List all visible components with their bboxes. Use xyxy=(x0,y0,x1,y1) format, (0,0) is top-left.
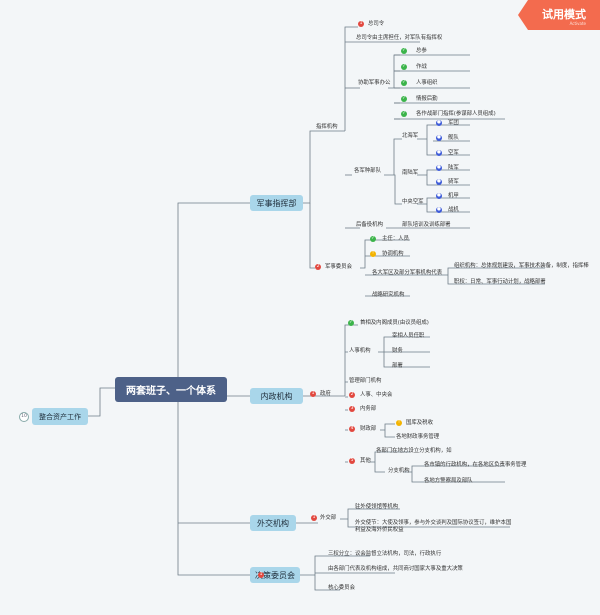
military-council-label: 军事委员会 xyxy=(325,264,352,270)
council-item: 核心委员会 xyxy=(328,585,355,591)
council-node[interactable]: 决策委员会 xyxy=(250,567,300,583)
staff-item: 情报后勤 xyxy=(416,96,438,102)
air-item: 战机 xyxy=(448,207,459,213)
trial-mode-title: 试用模式 xyxy=(542,8,586,21)
council-item: 由各部门代表及机构组成，共同商讨国家大事及重大决策 xyxy=(328,566,463,572)
member-item: 部署 xyxy=(392,363,403,369)
check-icon: ✓ xyxy=(401,80,407,86)
priority-icon: 4 xyxy=(349,426,355,432)
info-icon: ● xyxy=(436,150,442,156)
priority-icon: 1 xyxy=(358,21,364,27)
personnel-label: 人事、中央会 xyxy=(360,392,393,398)
finance-item: 各地财政事务管理 xyxy=(396,434,440,440)
trial-mode-subtitle: Activate xyxy=(569,21,586,26)
command-org-label: 指挥机构 xyxy=(316,124,338,130)
staff-item: 作战 xyxy=(416,64,427,70)
army-item: 陆军 xyxy=(448,165,459,171)
military-node[interactable]: 军事指挥部 xyxy=(250,195,303,211)
member-item: 宰相人员任职 xyxy=(392,333,425,339)
staff-item: 总参 xyxy=(416,48,427,54)
foreign-node[interactable]: 外交机构 xyxy=(250,515,296,531)
priority-icon: 2 xyxy=(349,392,355,398)
members-label: 人事机构 xyxy=(349,348,371,354)
council-item: 主任：人员 xyxy=(382,236,409,242)
branches-label: 各军种部队 xyxy=(354,168,381,174)
flag-icon: ! xyxy=(396,420,402,426)
priority-icon: 1 xyxy=(311,515,317,521)
strategy-unit: 战略研究机构 xyxy=(372,292,405,298)
staff-item: 人事组织 xyxy=(416,80,438,86)
army-item: 骑军 xyxy=(448,179,459,185)
foreign-ministry-label: 外交部 xyxy=(320,515,337,521)
ministries-label: 管理部门机构 xyxy=(349,378,382,384)
collapse-count: 10 xyxy=(21,414,27,419)
finance-item: 国库及税收 xyxy=(406,420,433,426)
priority-icon: 2 xyxy=(315,264,321,270)
check-icon: ✓ xyxy=(370,236,376,242)
trial-badge-shape xyxy=(518,0,600,30)
commander-label: 总司令 xyxy=(368,21,385,27)
reserve-label: 后备役机构 xyxy=(356,222,383,228)
priority-icon: 5 xyxy=(349,458,355,464)
staff-item: 各作战部门指挥(参谋部人员组成) xyxy=(416,111,496,117)
left-node[interactable]: 整合资产工作 xyxy=(32,408,88,425)
council-item: 协调机构 xyxy=(382,251,404,257)
info-icon: ● xyxy=(436,193,442,199)
info-icon: ● xyxy=(436,135,442,141)
info-icon: ● xyxy=(436,120,442,126)
flag-icon: ! xyxy=(370,251,376,257)
other-item: 各地方警察局及部队 xyxy=(424,478,473,484)
check-icon: ✓ xyxy=(401,48,407,54)
navy-item: 舰队 xyxy=(448,135,459,141)
navy-label: 北海军 xyxy=(402,133,419,139)
commander-note: 总司令由主席担任，对军队有指挥权 xyxy=(356,35,443,41)
council-members: 各大军区及部分军事机构代表 xyxy=(372,270,443,276)
info-icon: ● xyxy=(436,165,442,171)
foreign-item: 外交使节：大使及领事，参与外交谈判及国际协议签订，维护本国利益及海外侨民权益 xyxy=(355,520,512,533)
foreign-item: 驻外使领馆等机构 xyxy=(355,504,399,510)
info-icon: ● xyxy=(436,179,442,185)
internal-node[interactable]: 内政机构 xyxy=(250,388,303,404)
check-icon: ✓ xyxy=(401,96,407,102)
council-members-sub: 组织机构：总体规划建设，军事技术装备，制度，指挥棒 xyxy=(454,263,589,269)
check-icon: ✓ xyxy=(401,111,407,117)
air-item: 机甲 xyxy=(448,193,459,199)
info-icon: ● xyxy=(436,207,442,213)
priority-icon: 1 xyxy=(258,572,264,578)
other-item: 各市镇的行政机构，在各地区负责事务管理 xyxy=(424,462,527,468)
finance-label: 财政部 xyxy=(360,426,377,432)
check-icon: ✓ xyxy=(348,320,354,326)
priority-icon: 3 xyxy=(349,406,355,412)
council-item: 三权分立：议会监督立法机构，司法，行政执行 xyxy=(328,551,442,557)
collapse-toggle[interactable]: 10 xyxy=(19,412,29,422)
gov-label: 政府 xyxy=(320,391,331,397)
check-icon: ✓ xyxy=(401,64,407,70)
other-head: 各部门在地方设立分支机构，如 xyxy=(376,448,452,454)
air-label: 中央空军 xyxy=(402,199,424,205)
navy-item: 军团 xyxy=(448,120,459,126)
member-item: 财务 xyxy=(392,348,403,354)
army-label: 南陆军 xyxy=(402,170,419,176)
staff-label: 协助军事办公 xyxy=(358,80,391,86)
reserve-note: 部队培训及训练部署 xyxy=(402,222,451,228)
other-sub: 分支机构 xyxy=(388,468,410,474)
root-node[interactable]: 两套班子、一个体系 xyxy=(115,377,227,402)
priority-icon: 1 xyxy=(310,391,316,397)
council-members-sub: 职权：日常、军事行动计划，战略部署 xyxy=(454,279,546,285)
other-label: 其他 xyxy=(360,458,371,464)
gov-head: 首相及内阁成员(由议员组成) xyxy=(360,320,429,326)
trial-mode-badge[interactable]: 试用模式 Activate xyxy=(518,0,600,30)
interior-label: 内务部 xyxy=(360,406,377,412)
navy-item: 空军 xyxy=(448,150,459,156)
